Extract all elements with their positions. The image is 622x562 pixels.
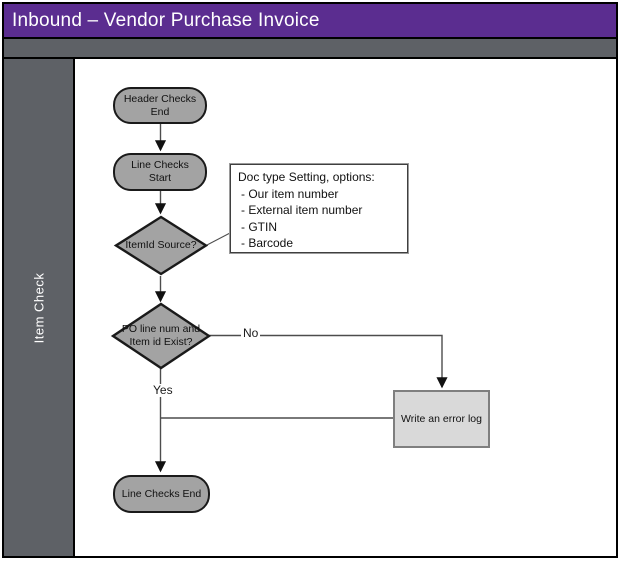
terminator-line-checks-start-label: Line Checks Start <box>131 159 189 184</box>
edge-label-yes: Yes <box>151 383 175 397</box>
swimlane-item-check: Item Check <box>4 59 75 556</box>
note-item: - Barcode <box>241 236 294 250</box>
process-write-error-log: Write an error log <box>393 390 490 448</box>
terminator-header-checks-end: Header Checks End <box>113 87 207 124</box>
title-bar: Inbound – Vendor Purchase Invoice <box>4 4 616 39</box>
note-item: - External item number <box>241 203 363 217</box>
process-write-error-log-label: Write an error log <box>401 412 482 425</box>
note-item: - Our item number <box>241 186 339 201</box>
note-item: - GTIN <box>241 219 277 234</box>
edge-label-no: No <box>241 326 261 340</box>
decision-itemid-source-label: ItemId Source? <box>125 238 197 251</box>
note-title: Doc type Setting, options: <box>238 170 375 184</box>
decision-itemid-source-shape <box>113 215 209 276</box>
terminator-line-checks-end-label: Line Checks End <box>121 487 202 500</box>
connector-no-branch <box>209 334 448 389</box>
note-doc-type-setting: Doc type Setting, options: - Our item nu… <box>229 163 409 254</box>
terminator-line-checks-start: Line Checks Start <box>113 153 207 191</box>
terminator-line-checks-end: Line Checks End <box>113 475 210 513</box>
decision-po-line-exist-label: PO line num and Item id Exist? <box>121 322 201 348</box>
terminator-header-checks-end-label: Header Checks End <box>123 92 197 118</box>
band-strip <box>4 39 616 59</box>
note-leader-line <box>206 232 231 246</box>
page-title: Inbound – Vendor Purchase Invoice <box>12 9 320 31</box>
decision-po-line-exist-shape <box>110 302 212 370</box>
